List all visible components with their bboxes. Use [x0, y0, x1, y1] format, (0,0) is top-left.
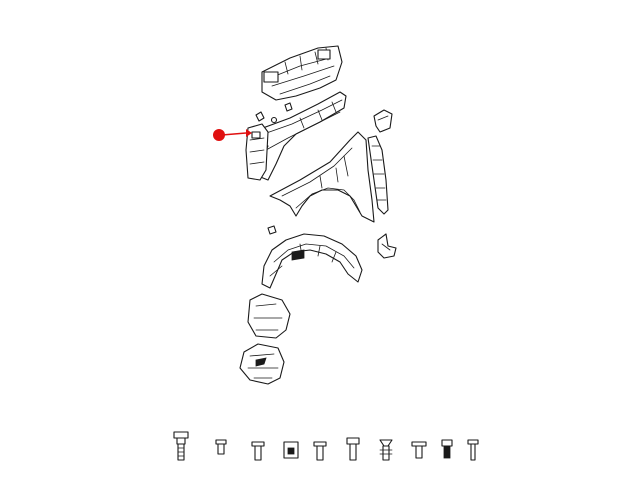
push-rivet-icon[interactable] [411, 441, 427, 459]
fender-seal[interactable] [367, 135, 389, 215]
bolt-hex-icon[interactable] [346, 437, 360, 461]
callout-pointer[interactable] [213, 129, 252, 141]
fender-bracket-upper[interactable] [373, 109, 393, 133]
push-pin-icon[interactable] [215, 439, 227, 455]
fastener-row [173, 431, 479, 461]
screw-thin-icon[interactable] [467, 439, 479, 461]
rail-clip-b[interactable] [284, 102, 293, 112]
cowl-upper-panel[interactable] [261, 45, 343, 101]
front-fender[interactable] [269, 131, 375, 223]
radiator-support-bracket[interactable] [245, 123, 269, 181]
splash-shield-lower[interactable] [239, 343, 285, 385]
u-nut-icon[interactable] [283, 441, 299, 459]
splash-shield-upper[interactable] [247, 293, 291, 339]
rail-clip-a[interactable] [255, 111, 265, 122]
rail-clip-c[interactable] [270, 116, 278, 124]
screw-washer-icon[interactable] [313, 441, 327, 461]
fender-rail-reinforcement[interactable] [251, 91, 347, 181]
fender-bracket-lower[interactable] [377, 233, 397, 259]
christmas-tree-clip-icon[interactable] [379, 439, 393, 461]
bolt-flange-icon[interactable] [173, 431, 189, 461]
wheelhouse-clip[interactable] [267, 225, 277, 235]
screw-short-icon[interactable] [251, 441, 265, 461]
red-dot-pointer-icon[interactable] [213, 129, 225, 141]
wheelhouse-liner[interactable] [261, 233, 363, 289]
stud-nut-icon[interactable] [441, 439, 453, 459]
